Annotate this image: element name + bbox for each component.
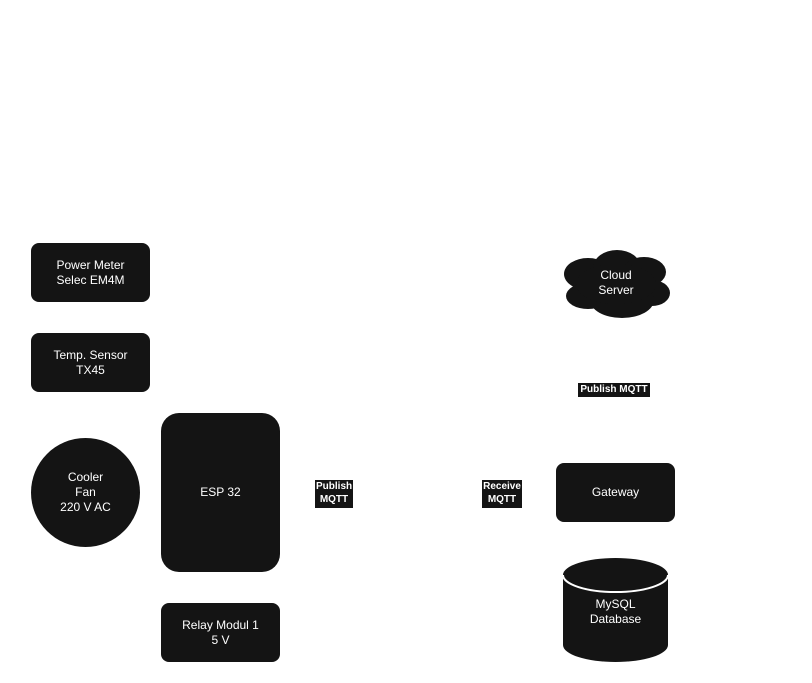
cooler-fan-node: Cooler Fan 220 V AC bbox=[31, 438, 140, 547]
esp-publish-mqtt-label: Publish MQTT bbox=[315, 480, 353, 508]
gateway-label: Gateway bbox=[591, 485, 640, 499]
gateway-receive-mqtt-label: Receive MQTT bbox=[482, 480, 522, 508]
esp32-node: ESP 32 bbox=[161, 413, 280, 572]
cloud-server-label: Cloud Server bbox=[598, 268, 634, 297]
relay-module-node: Relay Modul 1 5 V bbox=[161, 603, 280, 662]
temp-sensor-label: Temp. Sensor TX45 bbox=[53, 347, 128, 377]
power-meter-node: Power Meter Selec EM4M bbox=[31, 243, 150, 302]
esp32-label: ESP 32 bbox=[200, 485, 241, 499]
temp-sensor-node: Temp. Sensor TX45 bbox=[31, 333, 150, 392]
cloud-shape bbox=[564, 250, 670, 318]
cloud-server-node: Cloud Server bbox=[560, 248, 672, 320]
mysql-database-label: MySQL Database bbox=[589, 597, 642, 626]
power-meter-label: Power Meter Selec EM4M bbox=[56, 257, 125, 287]
cooler-fan-label: Cooler Fan 220 V AC bbox=[60, 470, 111, 514]
database-cylinder-shape bbox=[562, 558, 669, 662]
cloud-publish-mqtt-label: Publish MQTT bbox=[578, 383, 650, 397]
gateway-node: Gateway bbox=[556, 463, 675, 522]
relay-module-label: Relay Modul 1 5 V bbox=[182, 617, 259, 647]
mysql-database-node: MySQL Database bbox=[562, 558, 669, 662]
